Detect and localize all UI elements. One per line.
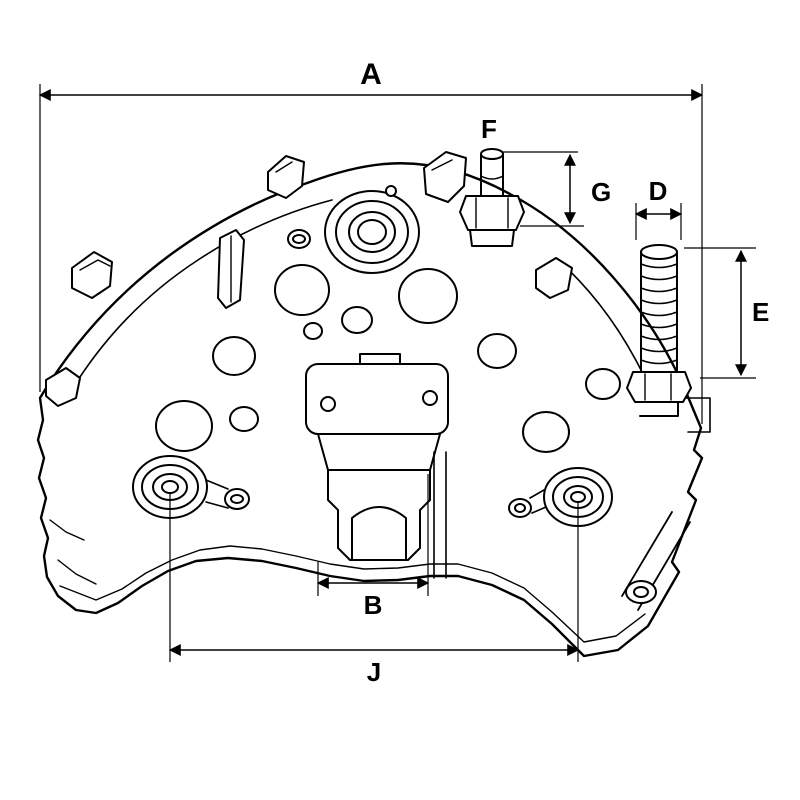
arm-boss-inner [633, 586, 649, 598]
dim-label-g: G [591, 177, 611, 207]
clip-detail [275, 161, 293, 173]
corner-step-line [49, 519, 85, 541]
stud-base-hex [626, 371, 692, 403]
dimension-a [38, 84, 704, 424]
right-edge-tab [685, 397, 711, 433]
bearing-ring [348, 211, 396, 253]
bracket-housing [327, 469, 431, 561]
diode-hole [341, 306, 373, 334]
grommet-nozzle [224, 488, 250, 510]
stud-base-facets [644, 373, 672, 401]
dim-label-d: D [649, 176, 668, 206]
bracket-slot-lines [433, 451, 447, 579]
grommet-nozzle-inner [230, 494, 244, 504]
clip-detail [431, 159, 453, 171]
small-ring [287, 229, 311, 249]
top-contour-line [77, 199, 333, 381]
dimension-j [168, 492, 580, 662]
clip [45, 367, 81, 407]
center-bracket [305, 353, 449, 579]
diode-hole [229, 406, 259, 432]
bracket-bolt [320, 396, 336, 412]
threaded-stud [626, 244, 711, 433]
diode-hole [522, 411, 570, 453]
bearing-ring [335, 200, 409, 264]
diode-hole [398, 268, 458, 324]
bearing-rings [324, 190, 420, 274]
stud-f [459, 148, 525, 247]
left-clips [45, 229, 245, 407]
dimensions [38, 84, 756, 662]
dim-label-e: E [752, 297, 769, 327]
bracket-arch [351, 506, 407, 561]
diode-hole [155, 400, 213, 452]
clip [71, 251, 113, 299]
dimension-g [520, 153, 584, 227]
right-arm [621, 511, 691, 611]
dim-label-b: B [364, 590, 383, 620]
diode-hole [303, 322, 323, 340]
grommet-nozzle-lines [205, 479, 229, 509]
stud-top [640, 244, 678, 260]
clip-detail [79, 259, 111, 271]
dimension-d [634, 203, 683, 240]
stud-threads [640, 263, 678, 365]
stud-f-line [480, 175, 504, 180]
stud-f-hex [459, 195, 525, 231]
bracket-tab [359, 353, 401, 365]
dim-label-f: F [481, 114, 497, 144]
dimension-labels: A F G D E B J [360, 58, 769, 687]
clip [267, 155, 305, 199]
diode-hole [477, 333, 517, 369]
dimension-e [684, 247, 756, 379]
bracket-side-walls [317, 433, 441, 471]
stud-f-tip [480, 148, 504, 160]
small-ring-inner [292, 234, 306, 244]
bottom-contour-line [59, 545, 646, 643]
bearing-ring-inner [357, 219, 387, 245]
bracket-top-plate [305, 363, 449, 435]
dim-label-j: J [367, 657, 381, 687]
stud-f-shaft [480, 153, 504, 197]
top-clips [267, 151, 573, 299]
diode-hole [212, 336, 256, 376]
clip [423, 151, 467, 203]
clip [535, 257, 573, 299]
bearing-ring-outer [324, 190, 420, 274]
grommet-nozzle [508, 498, 532, 518]
stud-f-collar [469, 229, 515, 247]
holes [155, 264, 621, 453]
grommet-nozzle-lines [529, 489, 547, 514]
part-drawing [36, 148, 711, 658]
grommet-nozzle-inner [514, 503, 526, 513]
dimension-b [316, 474, 430, 596]
stud-f-hex-facets [475, 197, 509, 229]
small-bolt [385, 185, 397, 197]
dim-label-a: A [360, 58, 382, 91]
corner-step-line [57, 559, 97, 585]
bracket-bolt [422, 390, 438, 406]
diode-hole [274, 264, 330, 316]
arm-boss [625, 580, 657, 604]
diode-hole [585, 368, 621, 400]
stud-base-step [639, 401, 679, 417]
